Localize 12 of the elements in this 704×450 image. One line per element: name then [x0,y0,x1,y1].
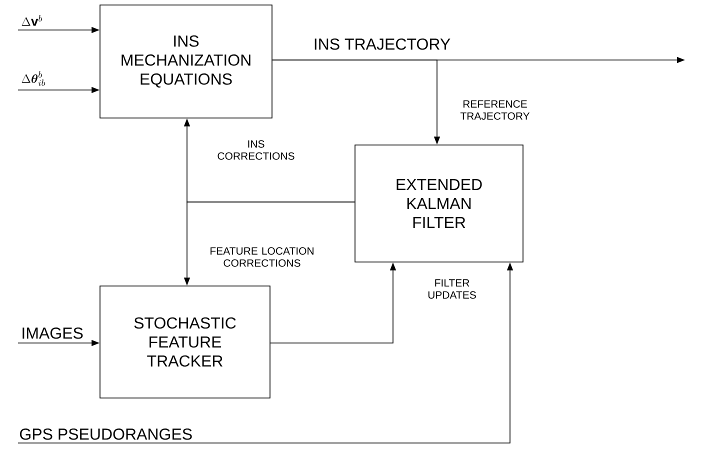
edge-label: REFERENCE TRAJECTORY [460,100,530,120]
process-box: INS MECHANIZATION EQUATIONS [100,4,272,118]
edge-label: INS CORRECTIONS [218,140,294,160]
process-box: EXTENDED KALMAN FILTER [354,144,524,262]
edge-label: FILTER UPDATES [428,279,476,299]
math-label: $\Delta\boldsymbol{\theta}_{ib}^{b}$ [22,71,46,86]
edge-label: INS TRAJECTORY [314,38,450,50]
edge-label: IMAGES [22,327,83,339]
edge-label: GPS PSEUDORANGES [20,428,192,440]
process-box: STOCHASTIC FEATURE TRACKER [100,286,270,398]
edge-label: FEATURE LOCATION CORRECTIONS [210,247,314,267]
math-label: $\Delta\mathbf{v}^{b}$ [22,15,42,26]
